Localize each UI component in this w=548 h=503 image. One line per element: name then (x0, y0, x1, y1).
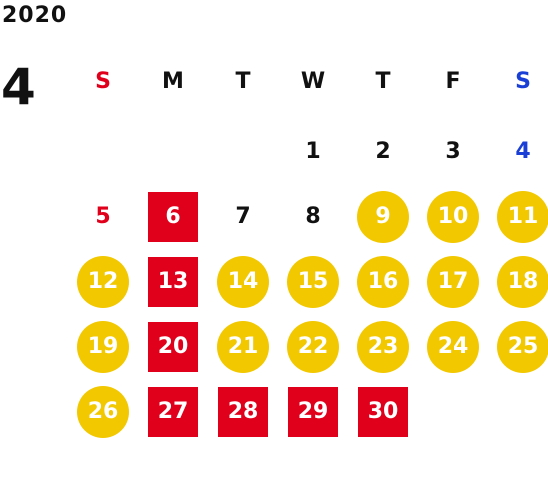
day-cell[interactable]: 1 (278, 119, 348, 184)
day-cell[interactable]: 19 (68, 314, 138, 379)
day-holiday-number: 26 (77, 385, 129, 438)
day-cell[interactable]: 20 (138, 314, 208, 379)
day-cell[interactable]: 11 (488, 184, 548, 249)
day-sun-number: 5 (95, 204, 111, 229)
day-closed-number: 30 (358, 386, 408, 437)
day-cell[interactable]: 16 (348, 249, 418, 314)
day-cell[interactable]: 15 (278, 249, 348, 314)
day-holiday-number: 16 (357, 255, 409, 308)
day-closed-number: 27 (148, 386, 198, 437)
day-closed-number: 6 (148, 191, 198, 242)
day-cell[interactable]: 12 (68, 249, 138, 314)
day-cell[interactable]: 4 (488, 119, 548, 184)
day-cell[interactable]: 30 (348, 379, 418, 444)
day-holiday-number: 25 (497, 320, 548, 373)
day-holiday-number: 14 (217, 255, 269, 308)
day-closed-number: 13 (148, 256, 198, 307)
day-cell[interactable]: 7 (208, 184, 278, 249)
day-closed-number: 20 (148, 321, 198, 372)
day-holiday-number: 15 (287, 255, 339, 308)
weekday-label: F (445, 69, 461, 94)
day-holiday-number: 10 (427, 190, 479, 243)
day-closed-number: 29 (288, 386, 338, 437)
day-holiday-number: 23 (357, 320, 409, 373)
day-normal-number: 1 (305, 139, 321, 164)
day-normal-number: 3 (445, 139, 461, 164)
day-holiday-number: 17 (427, 255, 479, 308)
day-holiday-number: 9 (357, 190, 409, 243)
day-cell[interactable]: 17 (418, 249, 488, 314)
year-label: 2020 (2, 3, 68, 28)
day-cell[interactable]: 28 (208, 379, 278, 444)
day-cell[interactable]: 3 (418, 119, 488, 184)
weekday-label: S (515, 69, 531, 94)
month-number: 4 (1, 58, 36, 116)
empty-day-cell (208, 119, 278, 184)
day-cell[interactable]: 24 (418, 314, 488, 379)
day-holiday-number: 21 (217, 320, 269, 373)
weekday-label: S (95, 69, 111, 94)
weekday-label: T (375, 69, 391, 94)
day-sat-number: 4 (515, 139, 531, 164)
day-cell[interactable]: 18 (488, 249, 548, 314)
day-cell[interactable]: 14 (208, 249, 278, 314)
weekday-label: W (300, 69, 326, 94)
day-cell[interactable]: 27 (138, 379, 208, 444)
day-cell[interactable]: 6 (138, 184, 208, 249)
day-holiday-number: 24 (427, 320, 479, 373)
day-holiday-number: 11 (497, 190, 548, 243)
day-cell[interactable]: 22 (278, 314, 348, 379)
day-cell[interactable]: 10 (418, 184, 488, 249)
day-cell[interactable]: 8 (278, 184, 348, 249)
weekday-label: T (235, 69, 251, 94)
day-closed-number: 28 (218, 386, 268, 437)
day-cell[interactable]: 26 (68, 379, 138, 444)
day-holiday-number: 22 (287, 320, 339, 373)
empty-day-cell (68, 119, 138, 184)
day-normal-number: 7 (235, 204, 251, 229)
day-cell[interactable]: 25 (488, 314, 548, 379)
day-cell[interactable]: 23 (348, 314, 418, 379)
day-cell[interactable]: 2 (348, 119, 418, 184)
day-holiday-number: 19 (77, 320, 129, 373)
weekday-label: M (162, 69, 184, 94)
empty-day-cell (138, 119, 208, 184)
day-cell[interactable]: 21 (208, 314, 278, 379)
day-cell[interactable]: 9 (348, 184, 418, 249)
day-normal-number: 2 (375, 139, 391, 164)
day-cell[interactable]: 13 (138, 249, 208, 314)
day-holiday-number: 18 (497, 255, 548, 308)
day-holiday-number: 12 (77, 255, 129, 308)
day-cell[interactable]: 29 (278, 379, 348, 444)
day-cell[interactable]: 5 (68, 184, 138, 249)
day-normal-number: 8 (305, 204, 321, 229)
